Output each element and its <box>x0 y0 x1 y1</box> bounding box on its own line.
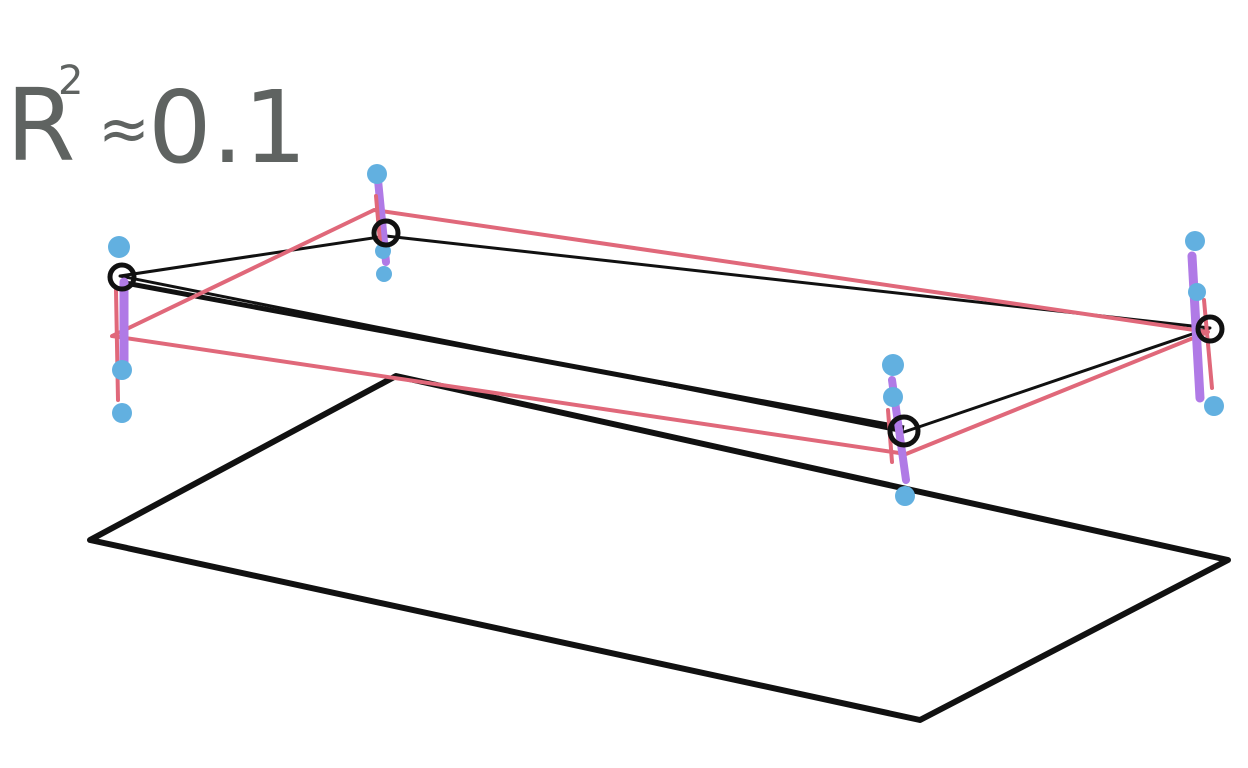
fitted-surface-outline <box>110 208 1210 456</box>
true-point-marker <box>887 414 921 448</box>
observation-point <box>376 266 392 282</box>
true-surface <box>118 234 1212 434</box>
observation-point <box>112 403 132 423</box>
observation-point <box>112 360 132 380</box>
r-exponent: 2 <box>58 58 83 104</box>
observation-point <box>895 486 915 506</box>
observation-point <box>883 387 903 407</box>
r-label: R <box>6 67 75 184</box>
residual-stroke <box>374 194 382 244</box>
base-plane <box>87 373 1231 723</box>
r-squared-annotation: R 2 ≈ 0.1 <box>6 58 307 186</box>
true-point-marker <box>107 262 137 292</box>
observation-point <box>1188 283 1206 301</box>
observation-point <box>1185 231 1205 251</box>
true-value-markers <box>107 218 1225 448</box>
observation-point <box>1204 396 1224 416</box>
observations <box>108 164 1224 506</box>
r-squared-value: 0.1 <box>148 69 307 186</box>
base-plane-outline <box>87 373 1231 723</box>
observation-point <box>108 236 130 258</box>
true-point-marker <box>1195 314 1225 344</box>
true-point-marker <box>371 218 401 248</box>
true-surface-outline <box>118 234 1212 434</box>
observation-point <box>882 354 904 376</box>
residual-stroke <box>114 288 120 402</box>
fitted-surface <box>110 208 1210 456</box>
residual-segments <box>114 176 1214 484</box>
observation-point <box>367 164 387 184</box>
residual-stroke <box>1202 298 1214 390</box>
true-surface-front-edge <box>119 279 905 431</box>
approx-symbol: ≈ <box>98 92 150 165</box>
